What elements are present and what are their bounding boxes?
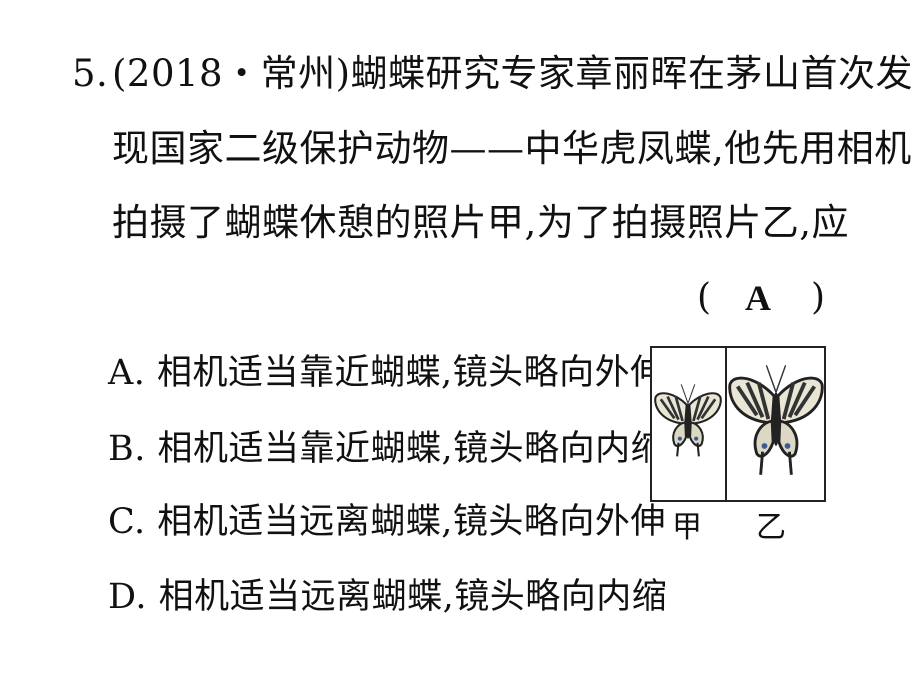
question-number: 5.	[72, 52, 109, 95]
option-a: A. 相机适当靠近蝴蝶,镜头略向外伸	[108, 353, 666, 393]
option-c: C. 相机适当远离蝴蝶,镜头略向外伸	[108, 502, 666, 542]
answer-bracket: ( A )	[697, 276, 825, 320]
caption-jia: 甲	[672, 510, 702, 545]
butterfly-icon	[654, 384, 722, 457]
answer-left-paren: (	[697, 277, 712, 318]
question-text-line-3: 拍摄了蝴蝶休憩的照片甲,为了拍摄照片乙,应	[112, 201, 850, 244]
option-d: D. 相机适当远离蝴蝶,镜头略向内缩	[108, 577, 668, 617]
question-text-line-1: (2018・常州)蝴蝶研究专家章丽晖在茅山首次发	[112, 52, 913, 95]
photo-divider	[725, 348, 727, 500]
photo-figure: 甲 乙	[650, 346, 826, 554]
answer-right-paren: )	[810, 277, 825, 318]
photo-frame	[650, 346, 826, 502]
answer-value: A	[745, 278, 771, 318]
option-b: B. 相机适当靠近蝴蝶,镜头略向内缩	[108, 429, 667, 469]
butterfly-photo-a	[654, 384, 722, 457]
question-text-line-2: 现国家二级保护动物——中华虎凤蝶,他先用相机	[112, 127, 912, 170]
caption-yi: 乙	[756, 510, 786, 545]
butterfly-icon	[728, 365, 824, 475]
butterfly-photo-b	[728, 365, 824, 475]
